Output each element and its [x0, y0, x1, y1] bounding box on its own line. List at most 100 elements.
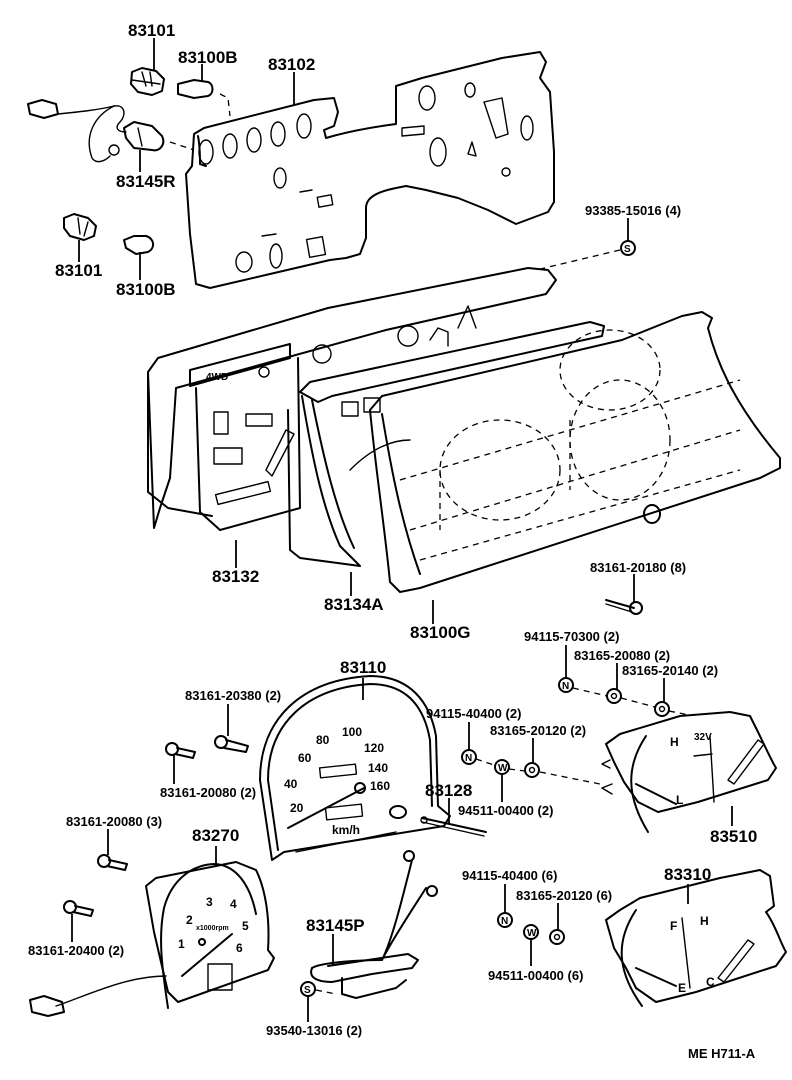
svg-text:H: H: [700, 914, 709, 928]
svg-text:W: W: [498, 763, 508, 774]
label-83270: 83270: [192, 826, 239, 845]
washer-83165-20120-6: [549, 929, 565, 945]
bulb-83100B-top: [177, 79, 214, 99]
assembly-line: [315, 989, 337, 995]
assembly-line: [535, 249, 621, 271]
svg-text:32V: 32V: [694, 732, 712, 743]
cable-83128: [420, 816, 487, 837]
svg-text:S: S: [624, 244, 631, 255]
washer-83165-20080: [606, 688, 622, 704]
label-93385-15016: 93385-15016 (4): [585, 203, 681, 218]
washer-83165-20120-2: [524, 762, 540, 778]
nut-marker-94115-40400-2: N: [461, 749, 477, 765]
screw-marker-93540: S: [300, 981, 316, 997]
svg-text:120: 120: [364, 741, 384, 755]
washer-83165-20140: [654, 701, 670, 717]
fuel-temp-gauge-83310: F E H C: [605, 869, 787, 1007]
svg-text:W: W: [527, 928, 537, 939]
label-83161-20400: 83161-20400 (2): [28, 943, 124, 958]
svg-text:6: 6: [236, 941, 243, 955]
svg-text:N: N: [501, 916, 508, 927]
screw-83161-20180: [605, 599, 643, 615]
label-83102: 83102: [268, 55, 315, 74]
indicator-4wd: 4WD: [206, 372, 228, 383]
label-83165-20140: 83165-20140 (2): [622, 663, 718, 678]
svg-text:H: H: [670, 735, 679, 749]
label-83145R: 83145R: [116, 172, 176, 191]
label-83100B-top: 83100B: [178, 48, 238, 67]
label-83110: 83110: [340, 658, 386, 677]
socket-83101-top: [130, 67, 165, 96]
meter-glass-83100G: [369, 311, 781, 593]
harness-83145P: [310, 850, 438, 999]
label-83128: 83128: [425, 781, 472, 800]
diagram-code: ME H711-A: [688, 1046, 756, 1061]
svg-text:L: L: [676, 793, 683, 807]
svg-text:3: 3: [206, 895, 213, 909]
label-94115-70300: 94115-70300 (2): [524, 629, 619, 644]
svg-text:60: 60: [298, 751, 312, 765]
svg-text:F: F: [670, 919, 677, 933]
meter-case-83134A: [287, 321, 605, 567]
washer-marker-94511-00400-6: W: [523, 924, 539, 940]
label-83165-20080: 83165-20080 (2): [574, 648, 670, 663]
label-93540-13016: 93540-13016 (2): [266, 1023, 362, 1038]
svg-text:C: C: [706, 975, 715, 989]
label-83145P: 83145P: [306, 916, 365, 935]
svg-text:160: 160: [370, 779, 390, 793]
svg-text:20: 20: [290, 801, 304, 815]
svg-text:km/h: km/h: [332, 823, 360, 837]
label-83510: 83510: [710, 827, 757, 846]
label-83310: 83310: [664, 865, 711, 884]
label-83100G: 83100G: [410, 623, 471, 642]
label-83165-20120-6: 83165-20120 (6): [516, 888, 612, 903]
bulb-83100B-bottom: [123, 235, 154, 255]
svg-text:x1000rpm: x1000rpm: [196, 925, 229, 932]
screw-83161-20400: [63, 900, 94, 917]
label-83161-20080-2: 83161-20080 (2): [160, 785, 256, 800]
svg-text:2: 2: [186, 913, 193, 927]
assembly-line: [219, 93, 231, 117]
svg-text:140: 140: [368, 761, 388, 775]
screw-83161-20380: [214, 735, 249, 753]
label-83134A: 83134A: [324, 595, 384, 614]
svg-text:S: S: [304, 985, 311, 996]
label-83161-20080-3: 83161-20080 (3): [66, 814, 162, 829]
screw-83161-20080-2: [165, 742, 196, 759]
screw-marker-93385: S: [620, 240, 636, 256]
nut-marker-94115-40400-6: N: [497, 912, 513, 928]
washer-marker-94511-00400-2: W: [494, 759, 510, 775]
label-83101-top: 83101: [128, 21, 175, 40]
svg-text:N: N: [562, 681, 569, 692]
svg-text:5: 5: [242, 919, 249, 933]
svg-text:E: E: [678, 981, 686, 995]
svg-text:100: 100: [342, 725, 362, 739]
screw-83161-20080-3: [97, 854, 128, 871]
svg-text:N: N: [465, 753, 472, 764]
label-83165-20120-2: 83165-20120 (2): [490, 723, 586, 738]
assembly-line: [572, 687, 690, 716]
assembly-line: [169, 141, 195, 151]
harness-83145R: [27, 99, 165, 163]
label-83132: 83132: [212, 567, 259, 586]
label-83161-20180: 83161-20180 (8): [590, 560, 686, 575]
label-94511-00400-2: 94511-00400 (2): [458, 803, 553, 818]
label-83161-20380: 83161-20380 (2): [185, 688, 281, 703]
nut-marker-94115-70300: N: [558, 677, 574, 693]
printed-circuit-plate-83102: [185, 51, 555, 289]
label-94511-00400-6: 94511-00400 (6): [488, 968, 583, 983]
svg-text:4: 4: [230, 897, 237, 911]
svg-text:1: 1: [178, 937, 185, 951]
assembly-line: [475, 758, 601, 785]
label-83100B-bottom: 83100B: [116, 280, 176, 299]
label-94115-40400-2: 94115-40400 (2): [426, 706, 521, 721]
svg-text:40: 40: [284, 777, 298, 791]
voltmeter-83510: H L 32V: [601, 711, 777, 833]
label-83101-bottom: 83101: [55, 261, 102, 280]
svg-text:80: 80: [316, 733, 330, 747]
socket-83101-bottom: [63, 213, 97, 241]
tachometer-83270: 1 2 3 4 5 6 x1000rpm: [29, 861, 275, 1017]
label-94115-40400-6: 94115-40400 (6): [462, 868, 557, 883]
meter-housing-83132: 4WD: [147, 267, 557, 531]
